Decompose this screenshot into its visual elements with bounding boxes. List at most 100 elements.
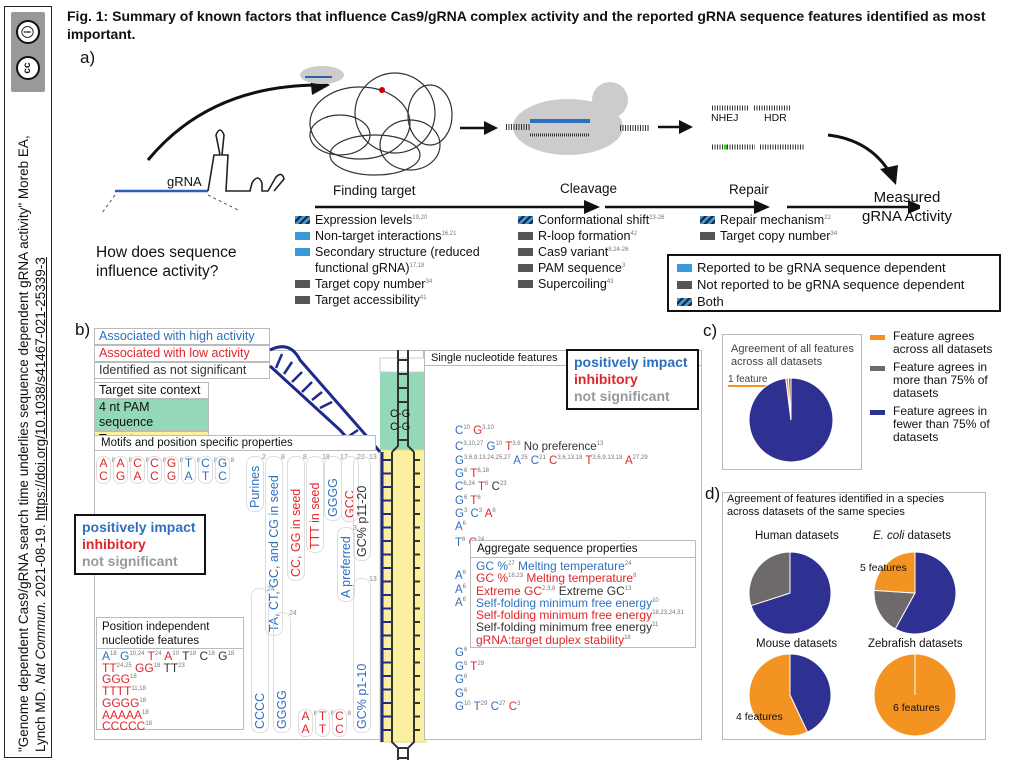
motif-feature-pill (353, 456, 371, 561)
cas9-complex-cloud (513, 99, 623, 155)
stem-rungs (274, 353, 359, 440)
reference-sup: 6 (463, 688, 468, 695)
human-slice-over75 (748, 551, 791, 607)
dark-swatch-icon (518, 264, 533, 272)
feature-token: A (624, 455, 633, 467)
factor-text: Cas9 variant8,24-26 (538, 245, 629, 259)
reference-sup: 11 (652, 622, 659, 629)
feature-token: Self-folding minimum free energy (476, 595, 653, 610)
reference-sup: 23 (499, 481, 507, 488)
motif-bottom-base: A (301, 722, 310, 736)
feature-token: Melting temperature (518, 559, 625, 573)
hdr-label: HDR (764, 112, 787, 124)
both-swatch-icon (295, 216, 310, 224)
cc-icon: cc (16, 56, 40, 80)
aggregate-title: Aggregate sequence properties (470, 540, 696, 558)
position-independent-list: A18 G10,24 T24 A10 T18 C18 G18 TT24,25 G… (96, 648, 244, 732)
citation-sidebar (4, 6, 52, 758)
doi-link[interactable]: https://doi.org/10.1038/s41467-021-25339… (33, 257, 48, 521)
blue-swatch-icon (295, 232, 310, 240)
ecoli-slice-all (873, 551, 916, 594)
dark-swatch-icon (295, 280, 310, 288)
feature-row: A6 (455, 521, 466, 535)
dashed-guide (101, 194, 116, 214)
panel-a-label: a) (80, 48, 96, 67)
feature-token: T (473, 701, 481, 713)
feature-token: A (455, 521, 463, 533)
motif-feature-label: TTT in seed (308, 482, 322, 549)
mouse-pie-label: 4 features (736, 711, 783, 723)
feature-row: A6 (455, 597, 466, 611)
panel-a-question: How does sequence influence activity? (96, 244, 237, 280)
reference-sup: 3,10,27 (463, 441, 484, 448)
reference-sup: 24 (267, 586, 275, 593)
feature-token: gRNA:target duplex stability (476, 632, 625, 647)
feature-row: C10 G3,10 (455, 425, 494, 439)
impact-legend-item: inhibitory (82, 536, 146, 552)
reference-sup: 18 (145, 721, 153, 728)
reference-sup: 3 (621, 262, 626, 269)
feature-token: C (455, 441, 464, 453)
feature-token: C (470, 508, 479, 520)
feature-token: T (478, 481, 486, 493)
reference-sup: 6 (462, 570, 467, 577)
dark-swatch-icon (677, 280, 692, 289)
motif-feature-label: GC% p11-20 (355, 485, 369, 557)
reference-sup: 3,10 (482, 425, 494, 432)
panel-c-pie-chart (748, 377, 834, 463)
legend-text: Not reported to be gRNA sequence depende… (697, 277, 965, 292)
feature-row: A18 G10,24 T24 A10 T18 C18 G18 (102, 649, 238, 663)
step-repair: Repair (729, 182, 769, 197)
motif-feature-label: A preferred (339, 536, 353, 598)
human-pie-chart (748, 551, 832, 635)
curved-arrow (146, 83, 321, 161)
motif-bottom-base: T (318, 722, 327, 736)
reference-sup: 18 (208, 651, 215, 657)
impact-legend-item: not significant (574, 388, 670, 404)
factor-text: Target accessibility41 (315, 293, 427, 307)
motif-feature-pill (251, 588, 269, 733)
dark-swatch-icon (518, 280, 533, 288)
reference-sup: 24,25 (116, 662, 132, 669)
reference-sup: 13 (369, 576, 377, 583)
context-legend-item: Target site context (94, 382, 209, 399)
panel-c-label: c) (703, 321, 718, 340)
both-swatch-icon (677, 297, 692, 306)
legend-text: Reported to be gRNA sequence dependent (697, 260, 946, 275)
feature-token: C (508, 701, 518, 713)
factor-text: Non-target interactions16,21 (315, 229, 457, 243)
panel-a-diagram (101, 66, 920, 214)
feature-token: G (455, 688, 464, 700)
context-legend-item: 4 nt PAM sequence (94, 399, 209, 431)
reference-sup: 11,18 (131, 686, 146, 693)
reference-sup: 6,18 (477, 468, 490, 475)
pie-legend-item: Feature agrees in more than 75% of datas… (870, 361, 1010, 400)
factor-item: Repair mechanism22 (700, 212, 880, 228)
motif-bottom-base: C (99, 469, 108, 483)
factor-text: Target copy number34 (720, 229, 838, 243)
human-title: Human datasets (755, 530, 839, 542)
dinucleotide-motif: CC8 (332, 709, 351, 737)
factor-text: PAM sequence3 (538, 261, 626, 275)
legend-swatch-icon (870, 366, 885, 371)
legend-text: Feature agrees in more than 75% of datas… (893, 360, 988, 400)
feature-token: GGGG (102, 695, 140, 710)
impact-legend-item: inhibitory (574, 371, 638, 387)
feature-token: A (455, 597, 463, 609)
feature-token: G (455, 674, 464, 686)
feature-token: A (102, 649, 111, 663)
factor-item: PAM sequence3 (518, 260, 698, 276)
one-feature-label: 1 feature (728, 374, 768, 387)
reference-sup: 6 (477, 495, 481, 502)
motif-feature-pill (353, 578, 371, 733)
feature-row: C3,10,27 G10 T3,6 No preference13 (455, 441, 603, 455)
feature-row: Extreme GC2,3,8 Extreme GC13 (476, 584, 690, 597)
pam-pair-2: C-G (390, 421, 411, 433)
panel-d-label: d) (705, 484, 721, 503)
ecoli-title: E. coli datasets (873, 530, 951, 542)
dark-swatch-icon (518, 248, 533, 256)
feature-row: Self-folding minimum free energy10 (476, 597, 690, 609)
